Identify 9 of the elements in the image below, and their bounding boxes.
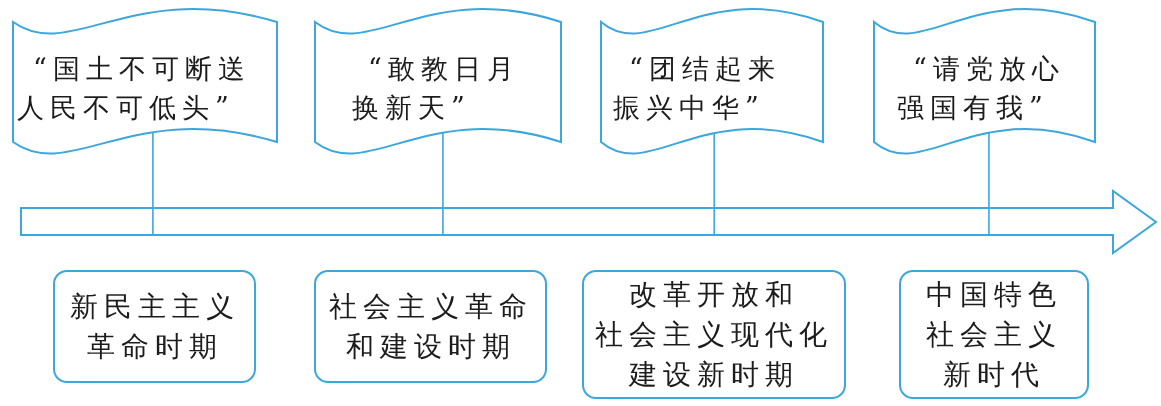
timeline-arrow [20,190,1159,255]
stage-box: 社会主义革命和建设时期 [314,270,547,383]
stage-box: 改革开放和社会主义现代化建设新时期 [582,270,846,399]
flag-pole [713,132,715,236]
stage-box: 新民主主义革命时期 [53,270,256,383]
stage-box: 中国特色社会主义新时代 [899,270,1089,399]
flag-pole [988,131,990,236]
flag-pole [442,131,444,236]
flag-pole [152,131,154,236]
